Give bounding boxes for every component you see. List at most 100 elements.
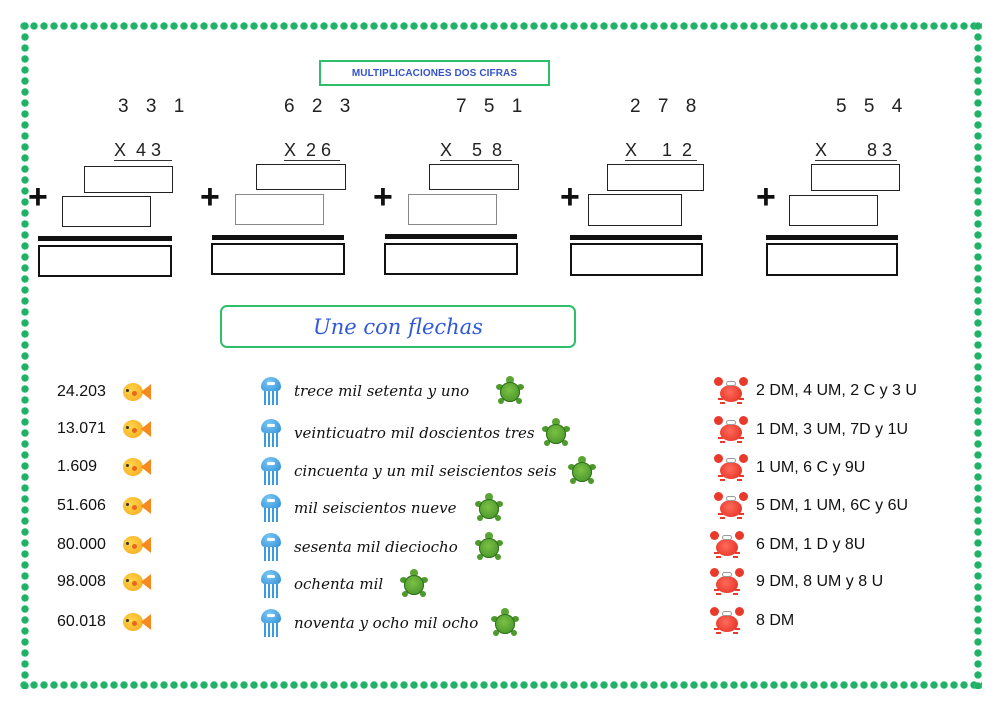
jellyfish-icon bbox=[260, 456, 282, 486]
number-value: 51.606 bbox=[57, 497, 106, 514]
number-item[interactable]: 51.606 bbox=[57, 491, 151, 521]
word-item[interactable]: veinticuatro mil doscientos tres bbox=[260, 418, 571, 448]
jellyfish-icon bbox=[260, 493, 282, 523]
decomposition-item[interactable]: 5 DM, 1 UM, 6C y 6U bbox=[714, 491, 908, 521]
partial-product-1-box[interactable] bbox=[607, 164, 704, 191]
partial-product-2-box[interactable] bbox=[789, 195, 878, 226]
number-item[interactable]: 13.071 bbox=[57, 414, 151, 444]
crab-icon bbox=[710, 606, 744, 636]
number-value: 98.008 bbox=[57, 573, 106, 590]
multiplier: X 8 3 bbox=[815, 140, 897, 161]
fish-icon bbox=[121, 570, 151, 594]
jellyfish-icon bbox=[260, 532, 282, 562]
multiplicand: 5 5 4 bbox=[836, 96, 909, 117]
frame-right-border bbox=[973, 21, 982, 689]
result-box[interactable] bbox=[766, 243, 898, 276]
word-text: cincuenta y un mil seiscientos seis bbox=[294, 462, 557, 480]
decomposition-text: 6 DM, 1 D y 8U bbox=[756, 536, 866, 553]
sum-line bbox=[385, 234, 517, 239]
turtle-icon bbox=[474, 492, 504, 524]
partial-product-1-box[interactable] bbox=[84, 166, 173, 193]
fish-icon bbox=[121, 455, 151, 479]
jellyfish-icon bbox=[260, 569, 282, 599]
turtle-icon bbox=[567, 455, 597, 487]
word-item[interactable]: cincuenta y un mil seiscientos seis bbox=[260, 456, 597, 486]
number-value: 1.609 bbox=[57, 458, 98, 475]
turtle-icon bbox=[490, 607, 520, 639]
word-item[interactable]: ochenta mil bbox=[260, 569, 429, 599]
decomposition-text: 1 UM, 6 C y 9U bbox=[756, 459, 866, 476]
sum-line bbox=[38, 236, 172, 241]
decomposition-item[interactable]: 1 UM, 6 C y 9U bbox=[714, 453, 865, 483]
fish-icon bbox=[121, 417, 151, 441]
crab-icon bbox=[710, 530, 744, 560]
number-item[interactable]: 98.008 bbox=[57, 567, 151, 597]
decomposition-item[interactable]: 1 DM, 3 UM, 7D y 1U bbox=[714, 415, 908, 445]
decomposition-text: 2 DM, 4 UM, 2 C y 3 U bbox=[756, 382, 917, 399]
sum-line bbox=[570, 235, 702, 240]
number-value: 24.203 bbox=[57, 383, 106, 400]
crab-icon bbox=[714, 453, 748, 483]
partial-product-1-box[interactable] bbox=[429, 164, 519, 190]
turtle-icon bbox=[399, 568, 429, 600]
turtle-icon bbox=[495, 375, 525, 407]
fish-icon bbox=[121, 494, 151, 518]
partial-product-2-box[interactable] bbox=[588, 194, 682, 226]
number-item[interactable]: 80.000 bbox=[57, 530, 151, 560]
plus-sign: + bbox=[200, 178, 220, 216]
matching-instructions: Une con flechas bbox=[220, 305, 576, 348]
word-text: trece mil setenta y uno bbox=[294, 382, 470, 400]
word-item[interactable]: mil seiscientos nueve bbox=[260, 493, 504, 523]
word-item[interactable]: trece mil setenta y uno bbox=[260, 376, 525, 406]
fish-icon bbox=[121, 380, 151, 404]
word-item[interactable]: noventa y ocho mil ocho bbox=[260, 608, 520, 638]
decomposition-item[interactable]: 2 DM, 4 UM, 2 C y 3 U bbox=[714, 376, 917, 406]
partial-product-1-box[interactable] bbox=[811, 164, 900, 191]
multiplicand: 2 7 8 bbox=[630, 96, 703, 117]
word-text: sesenta mil dieciocho bbox=[294, 538, 458, 556]
partial-product-1-box[interactable] bbox=[256, 164, 346, 190]
fish-icon bbox=[121, 533, 151, 557]
jellyfish-icon bbox=[260, 608, 282, 638]
multiplicand: 7 5 1 bbox=[456, 96, 529, 117]
sum-line bbox=[212, 235, 344, 240]
result-box[interactable] bbox=[38, 245, 172, 277]
turtle-icon bbox=[541, 417, 571, 449]
number-value: 60.018 bbox=[57, 613, 106, 630]
plus-sign: + bbox=[756, 178, 776, 216]
decomposition-text: 9 DM, 8 UM y 8 U bbox=[756, 573, 884, 590]
word-text: mil seiscientos nueve bbox=[294, 499, 457, 517]
word-item[interactable]: sesenta mil dieciocho bbox=[260, 532, 504, 562]
jellyfish-icon bbox=[260, 376, 282, 406]
word-text: noventa y ocho mil ocho bbox=[294, 614, 479, 632]
decomposition-text: 1 DM, 3 UM, 7D y 1U bbox=[756, 421, 909, 438]
decomposition-text: 8 DM bbox=[756, 612, 795, 629]
number-value: 13.071 bbox=[57, 420, 106, 437]
result-box[interactable] bbox=[384, 243, 518, 275]
frame-bottom-border bbox=[20, 680, 982, 689]
plus-sign: + bbox=[28, 178, 48, 216]
frame-left-border bbox=[20, 21, 29, 689]
decomposition-item[interactable]: 8 DM bbox=[710, 606, 794, 636]
decomposition-item[interactable]: 9 DM, 8 UM y 8 U bbox=[710, 567, 883, 597]
partial-product-2-box[interactable] bbox=[408, 194, 497, 225]
partial-product-2-box[interactable] bbox=[62, 196, 151, 227]
crab-icon bbox=[714, 491, 748, 521]
frame-top-border bbox=[20, 21, 982, 30]
number-item[interactable]: 24.203 bbox=[57, 377, 151, 407]
number-item[interactable]: 60.018 bbox=[57, 607, 151, 637]
multiplier: X 4 3 bbox=[114, 140, 172, 161]
decorative-frame bbox=[20, 21, 982, 689]
turtle-icon bbox=[474, 531, 504, 563]
word-text: ochenta mil bbox=[294, 575, 384, 593]
multiplier: X 5 8 bbox=[440, 140, 512, 161]
result-box[interactable] bbox=[570, 243, 703, 276]
number-item[interactable]: 1.609 bbox=[57, 452, 151, 482]
word-text: veinticuatro mil doscientos tres bbox=[294, 424, 535, 442]
multiplier: X 1 2 bbox=[625, 140, 697, 161]
sum-line bbox=[766, 235, 898, 240]
result-box[interactable] bbox=[211, 243, 345, 275]
decomposition-item[interactable]: 6 DM, 1 D y 8U bbox=[710, 530, 865, 560]
partial-product-2-box[interactable] bbox=[235, 194, 324, 225]
crab-icon bbox=[714, 376, 748, 406]
